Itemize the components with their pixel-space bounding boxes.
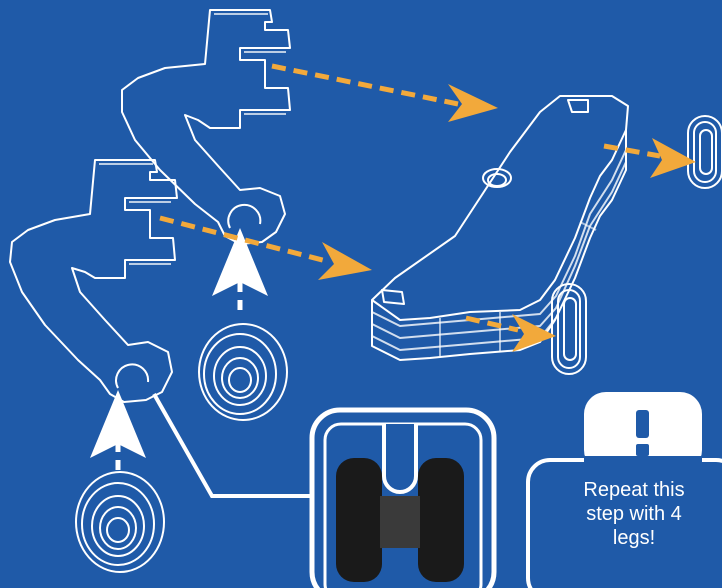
arrow-right-icon bbox=[466, 318, 518, 330]
note-line-3: legs! bbox=[534, 526, 722, 550]
arrow-up-icon bbox=[212, 228, 268, 310]
arrow-up-icon bbox=[90, 390, 146, 470]
arrow-right-icon bbox=[512, 314, 556, 352]
note-line-1: Repeat this bbox=[534, 478, 722, 502]
callout-leader-line bbox=[154, 394, 312, 496]
note-line-2: step with 4 bbox=[534, 502, 722, 526]
arrow-right-icon bbox=[318, 242, 372, 280]
exclamation-icon bbox=[636, 410, 649, 456]
leg-upper bbox=[122, 10, 290, 244]
bracket-body bbox=[372, 96, 628, 360]
note-text: Repeat this step with 4 legs! bbox=[534, 478, 722, 550]
arrow-right-icon bbox=[650, 138, 696, 178]
foot-pad-right bbox=[688, 116, 722, 188]
leg-lower bbox=[10, 160, 177, 402]
grommet-lower bbox=[76, 472, 164, 572]
zoom-callout bbox=[312, 410, 494, 588]
arrow-right-icon bbox=[272, 66, 458, 104]
foot-pad-bottom bbox=[552, 284, 586, 374]
grommet-middle bbox=[199, 324, 287, 420]
arrow-right-icon bbox=[604, 146, 660, 156]
